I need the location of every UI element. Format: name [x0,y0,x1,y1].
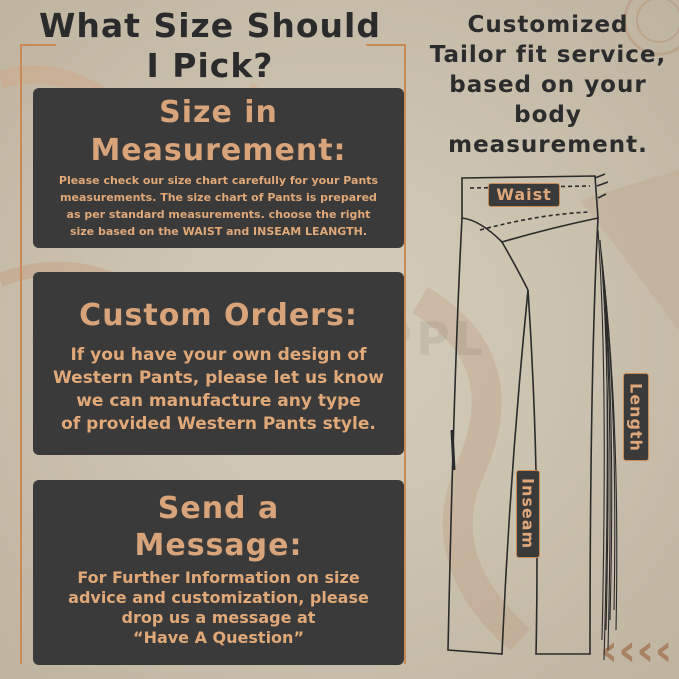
card-title: Custom Orders: [33,296,404,336]
heading-line-2: I Pick? [146,46,274,85]
waist-label-text: Waist [496,185,552,204]
card-title-line: Message: [134,528,303,563]
custom-orders-card: Custom Orders: If you have your own desi… [33,272,404,455]
fringed-pants-illustration [447,173,618,661]
frame-line-top-left [20,44,56,46]
description-line: measurement. [448,132,648,158]
card-title: Size in Measurement: [33,94,404,170]
card-body-line: Please check our size chart carefully fo… [58,174,379,187]
page-heading: What Size Should I Pick? [20,6,400,86]
card-title-line: Measurement: [90,133,347,168]
inseam-label-text: Inseam [518,478,538,550]
card-body-line: advice and customization, please [68,588,369,607]
inseam-label: Inseam [516,470,540,558]
card-body-line: as per standard measurements. choose the… [66,208,371,221]
frame-line-right [404,44,406,664]
card-title-line: Send a [157,491,280,526]
length-label: Length [623,373,649,461]
card-body-line: drop us a message at [121,608,316,627]
card-body-line: “Have A Question” [133,628,304,647]
description-line: Tailor fit service, [429,42,667,68]
send-message-card: Send a Message: For Further Information … [33,480,404,665]
size-measurement-card: Size in Measurement: Please check our si… [33,88,404,248]
card-body-line: size based on the WAIST and INSEAM LEANG… [69,225,368,238]
card-body: For Further Information on size advice a… [33,568,404,648]
waist-label: Waist [488,183,560,207]
frame-line-left [20,44,22,664]
description-line: body [514,102,582,128]
svg-text:‹‹‹‹: ‹‹‹‹ [600,625,673,676]
heading-line-1: What Size Should [39,6,381,45]
card-body-line: For Further Information on size [77,568,360,587]
card-title-line: Custom Orders: [79,298,358,333]
description-line: based on your [449,72,647,98]
card-body-line: If you have your own design of [70,345,367,365]
frame-line-top-right [366,44,406,46]
card-body-line: of provided Western Pants style. [61,414,376,434]
card-body-line: we can manufacture any type [76,391,361,411]
card-body-line: measurements. The size chart of Pants is… [60,191,377,204]
card-title: Send a Message: [33,490,404,564]
card-body-line: Western Pants, please let us know [53,368,384,388]
card-title-line: Size in [159,95,278,130]
length-label-text: Length [626,382,646,452]
card-body: Please check our size chart carefully fo… [33,172,404,240]
tailor-fit-description: Customized Tailor fit service, based on … [418,10,678,160]
description-line: Customized [467,12,629,38]
card-body: If you have your own design of Western P… [33,344,404,436]
